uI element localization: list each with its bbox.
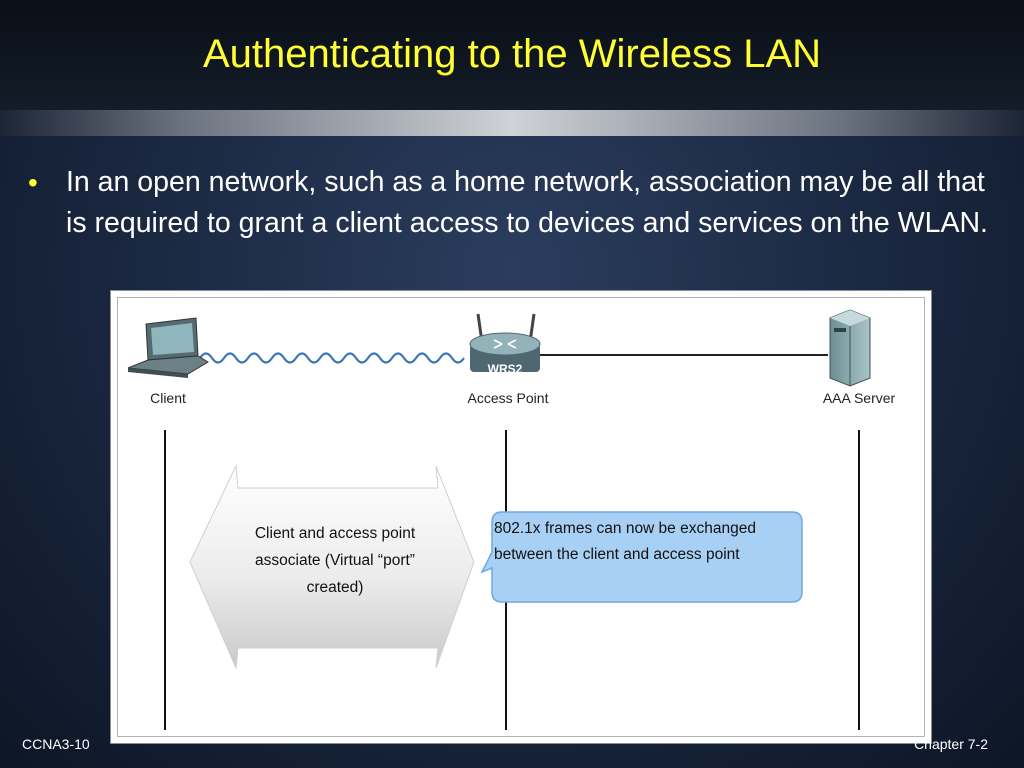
aaa-server-label: AAA Server: [822, 390, 896, 406]
bullet-icon: •: [28, 167, 38, 198]
diagram-graphics: [127, 309, 871, 730]
server-icon: [829, 309, 871, 387]
footer-course: CCNA3-10: [22, 736, 90, 752]
callout-bubble: [480, 511, 803, 603]
router-icon: [469, 313, 541, 372]
diagram-canvas: WRS2 Client Access Point AAA Server Clie…: [117, 297, 925, 737]
slide-title: Authenticating to the Wireless LAN: [202, 32, 822, 76]
wireless-link-icon: [199, 352, 465, 364]
client-label: Client: [150, 390, 186, 406]
access-point-device-label: WRS2: [487, 362, 523, 376]
association-double-arrow: [189, 464, 475, 670]
callout-text: 802.1x frames can now be exchanged betwe…: [494, 520, 756, 563]
title-divider-bar: [0, 110, 1024, 136]
bullet-item: • In an open network, such as a home net…: [28, 162, 998, 244]
association-diagram: WRS2 Client Access Point AAA Server Clie…: [110, 290, 932, 744]
title-header: Authenticating to the Wireless LAN: [0, 0, 1024, 110]
laptop-icon: [127, 317, 209, 378]
bullet-text: In an open network, such as a home netwo…: [66, 166, 988, 239]
association-description: Client and access point associate (Virtu…: [254, 525, 416, 596]
access-point-label: Access Point: [467, 390, 549, 406]
footer-chapter: Chapter 7-2: [914, 736, 988, 752]
